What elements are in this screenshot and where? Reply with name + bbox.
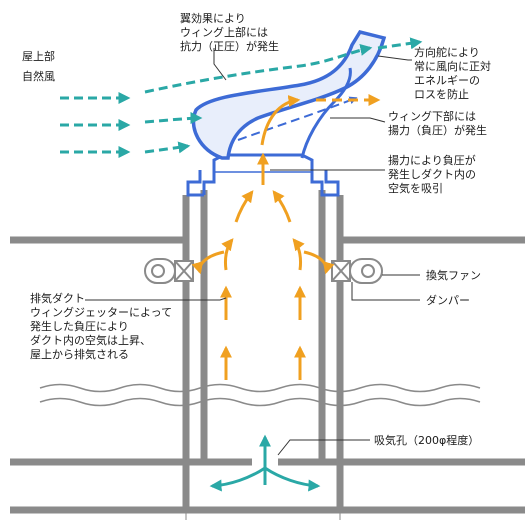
air-arrow-fan-right	[303, 250, 335, 275]
air-flow-arrows	[191, 94, 381, 380]
wind-arrow-exit	[377, 37, 423, 50]
label-exhaust-fan: 換気ファン	[426, 268, 481, 282]
wing-flow-arrow	[237, 96, 358, 141]
air-arrow-curve	[260, 95, 301, 146]
label-duct-1: 排気ダクト	[30, 291, 85, 305]
label-duct-2: ウィングジェッターによって	[30, 305, 172, 319]
intake-arrow-right	[264, 466, 321, 492]
air-arrow-l4	[234, 190, 254, 223]
wing-base-left	[186, 170, 204, 197]
label-lift-1: 揚力により負圧が	[388, 153, 476, 167]
fan-hub-right	[361, 264, 375, 278]
wing-body	[191, 29, 387, 160]
label-duct-3: 発生した負圧により	[30, 319, 129, 333]
wind-arrows	[60, 37, 423, 158]
label-rudder-1: 方向舵により	[414, 45, 480, 59]
wind-arrow-low	[144, 141, 191, 154]
leader-duct	[85, 297, 227, 301]
air-arrow-r4	[272, 190, 292, 223]
damper-blade-right-2	[331, 260, 351, 282]
wind-arrow-mid	[144, 112, 203, 125]
label-rudder-3: エネルギーの	[414, 74, 480, 87]
leader-lines	[85, 48, 420, 456]
label-natural-wind: 自然風	[22, 69, 55, 83]
air-arrow-r3	[292, 238, 305, 271]
labels: 屋上部 自然風 翼効果により ウィング上部には 抗力（正圧）が発生 方向舵により…	[22, 11, 491, 447]
label-lift-2: 発生しダクト内の	[388, 167, 476, 181]
ceiling-wave-2	[39, 397, 481, 407]
wind-arrow-over-wing	[144, 44, 373, 94]
label-damper: ダンパー	[426, 293, 470, 307]
intake-arrow-left	[209, 466, 266, 492]
leader-damper	[351, 282, 420, 301]
building-structure	[10, 190, 525, 514]
label-lift-3: 空気を吸引	[388, 181, 443, 195]
label-intake-hole: 吸気孔（200φ程度）	[374, 433, 479, 447]
intake-arrows	[209, 434, 321, 492]
ceiling-wave-1	[39, 383, 481, 393]
ceiling-waves	[39, 383, 481, 520]
fan-hub-left	[151, 264, 165, 278]
label-wing-effect-2: ウィング上部には	[180, 25, 268, 39]
label-wing-lower-2: 揚力（負圧）が発生	[388, 123, 487, 137]
wing-jetter	[186, 29, 387, 197]
air-arrow-l3	[221, 238, 234, 271]
label-duct-5: 屋上から排気される	[30, 347, 129, 361]
wing-rudder-edge	[300, 67, 352, 159]
leader-wing-effect	[213, 48, 227, 81]
leader-wing-lower	[330, 117, 386, 123]
label-wing-lower-1: ウィング下部には	[388, 109, 476, 123]
label-rooftop: 屋上部	[22, 49, 55, 63]
label-wing-effect-1: 翼効果により	[180, 11, 246, 25]
label-rudder-2: 常に風向に正対	[414, 59, 491, 73]
wing-base-right	[202, 153, 340, 197]
exhaust-fan-right	[331, 258, 383, 284]
leader-rudder	[377, 55, 412, 61]
label-rudder-4: ロスを防止	[414, 87, 469, 101]
leader-intake	[277, 439, 370, 456]
label-duct-4: ダクト内の空気は上昇、	[30, 333, 151, 347]
exhaust-fan-left	[144, 258, 194, 284]
air-arrow-fan-left	[191, 250, 225, 275]
label-wing-effect-3: 抗力（正圧）が発生	[180, 39, 279, 53]
damper-blade-left-2	[174, 260, 194, 282]
